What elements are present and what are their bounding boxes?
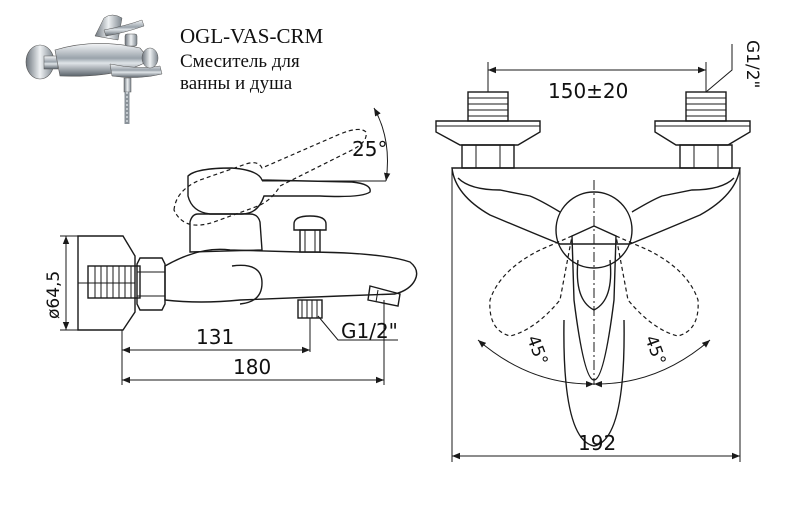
model-title: OGL-VAS-CRM <box>180 24 323 48</box>
description-line2: ванны и душа <box>180 73 293 94</box>
dim-centers: 150±20 <box>548 79 628 103</box>
dim-angle-left: 45° <box>522 333 551 368</box>
front-dimensions: 150±20 G1/2" 45° 45° 192 <box>451 40 762 462</box>
dim-thread-top: G1/2" <box>742 40 762 88</box>
dim-131: 131 <box>196 325 234 349</box>
side-view <box>77 128 418 331</box>
dim-thread-bottom: G1/2" <box>341 319 398 343</box>
dim-angle-25: 25° <box>352 137 387 161</box>
dim-192: 192 <box>578 431 616 455</box>
front-view <box>435 91 751 447</box>
faucet-photo-icon <box>25 14 163 124</box>
dim-angle-right: 45° <box>640 333 669 368</box>
side-dimensions: ø64,5 131 180 G1/2" 25° <box>44 107 398 385</box>
dim-diameter: ø64,5 <box>44 271 64 319</box>
description-line1: Смеситель для <box>180 51 300 72</box>
dim-180: 180 <box>233 355 271 379</box>
